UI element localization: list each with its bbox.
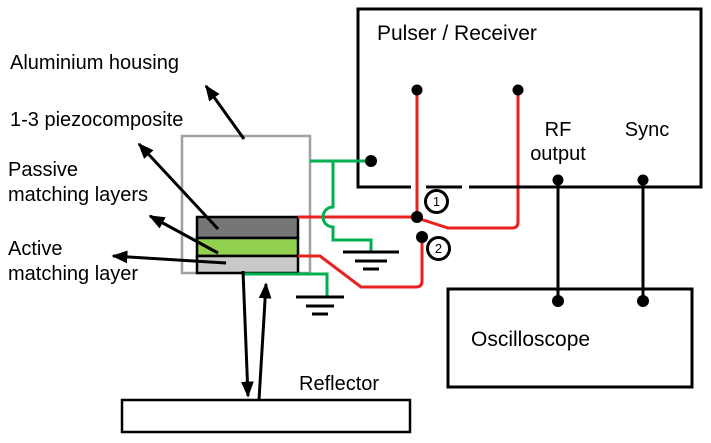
pulser-receiver-box (356, 7, 703, 189)
oscilloscope-input-dot (637, 295, 649, 307)
case-ground-dot (365, 155, 377, 167)
passive-matching-layer (195, 236, 300, 258)
active-matching-layer (195, 254, 300, 275)
rf-output-port-dot (552, 174, 564, 186)
arrow-passive-layer (148, 214, 219, 255)
transducer-stack (195, 215, 300, 275)
ground-icon-2 (296, 295, 344, 316)
connection-point-1-number: 1 (432, 194, 441, 209)
red-wire-point1-loop (416, 90, 520, 230)
junction-dot-1 (411, 211, 423, 223)
green-wire-to-ground2 (242, 272, 329, 297)
oscilloscope-box (446, 287, 694, 389)
reflector-box (120, 398, 412, 434)
annotation-arrows (111, 84, 272, 401)
label-reflector: Reflector (299, 373, 380, 395)
oscilloscope-cables (556, 180, 645, 301)
green-wire-to-ground1 (321, 161, 373, 252)
connection-point-2-number: 2 (434, 241, 443, 256)
arrow-piezocomposite (137, 142, 220, 231)
oscilloscope-title: Oscilloscope (471, 328, 591, 351)
sync-port-dot (637, 174, 649, 186)
arrow-echo-return (257, 282, 272, 401)
sync-port-label: Sync (624, 119, 670, 141)
label-passive-matching-layers: Passive matching layers (8, 159, 149, 206)
pulser-terminal-dot (512, 84, 524, 96)
label-aluminium-housing: Aluminium housing (10, 52, 179, 74)
red-wire-bottom-electrode (298, 237, 424, 289)
connection-dots (365, 84, 649, 307)
arrow-housing (204, 84, 246, 140)
pulser-terminal-dot (411, 84, 423, 96)
connection-point-1-badge: 1 (424, 189, 449, 214)
connection-point-2-badge: 2 (426, 236, 451, 261)
label-active-matching-layer: Active matching layer (8, 238, 139, 285)
ground-icon-1 (343, 250, 399, 271)
rf-output-port-label: RF output (530, 119, 586, 165)
label-piezocomposite: 1-3 piezocomposite (10, 109, 184, 131)
border-gap (462, 184, 469, 191)
junction-dot-2 (416, 231, 428, 243)
arrow-to-reflector (241, 270, 254, 398)
pulser-receiver-title: Pulser / Receiver (377, 22, 537, 45)
green-ground-wires (242, 159, 373, 297)
oscilloscope-input-dot (552, 295, 564, 307)
piezocomposite-layer (195, 215, 300, 240)
arrow-active-layer (111, 250, 227, 265)
